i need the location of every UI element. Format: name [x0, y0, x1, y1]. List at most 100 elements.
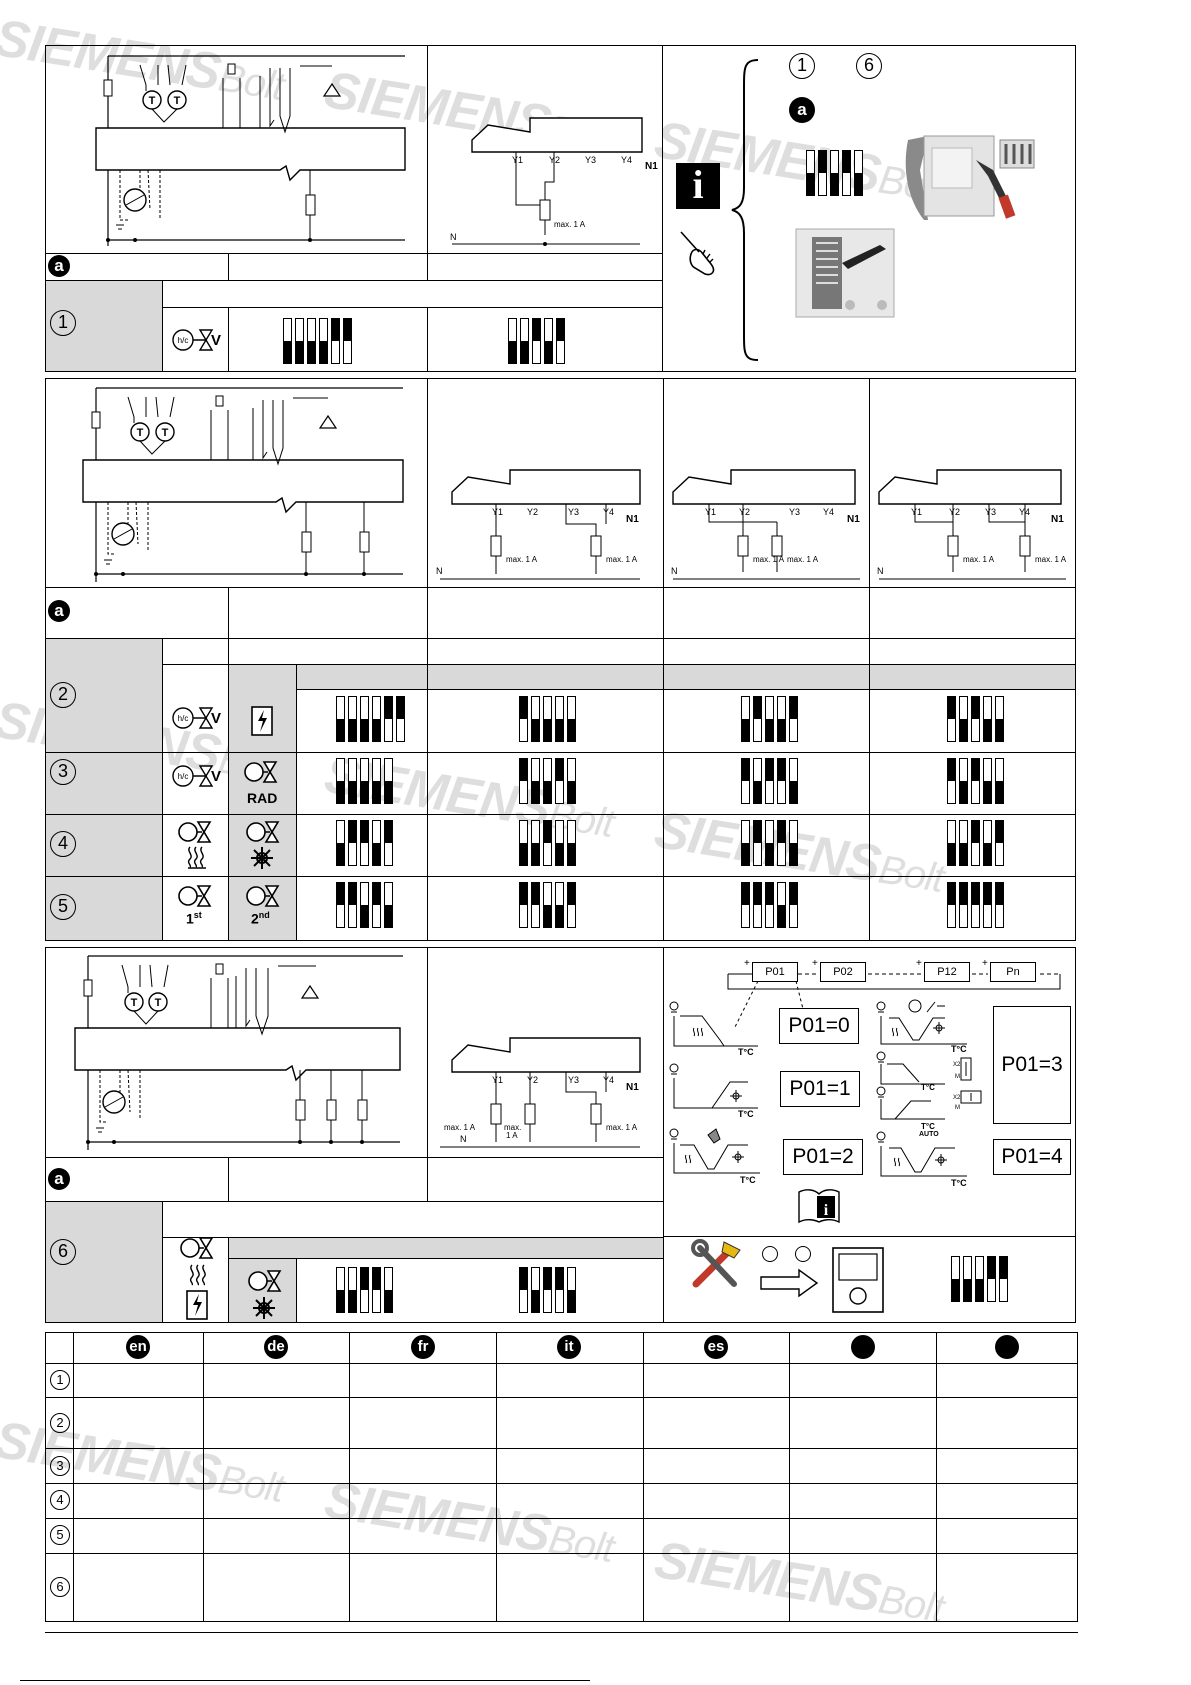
dip-switch-lever: [372, 696, 381, 742]
svg-text:max. 1 A: max. 1 A: [444, 1123, 476, 1132]
dip-switch: [508, 318, 565, 364]
dip-switch-lever: [842, 150, 851, 196]
dip-switch-lever: [543, 696, 552, 742]
dip-switch: [336, 696, 405, 742]
mode-curve-external-heat: X2M T°C: [876, 1051, 972, 1092]
param-p02: P02: [820, 962, 866, 982]
dip-switch-lever: [531, 882, 540, 928]
dip-switch-lever: [384, 882, 393, 928]
dip-switch-lever: [959, 882, 968, 928]
dip-switch-lever: [854, 150, 863, 196]
dip-switch: [947, 882, 1004, 928]
dip-switch-lever: [983, 758, 992, 804]
svg-text:Y3: Y3: [568, 507, 579, 517]
tools-icon: [691, 1239, 741, 1288]
dip-switch-lever: [555, 882, 564, 928]
svg-text:Y1: Y1: [705, 507, 716, 517]
dip-switch-lever: [971, 758, 980, 804]
mode-curve-auto: AUTO T°C: [876, 1131, 967, 1188]
footer-rule: [45, 1632, 1078, 1633]
svg-text:Y3: Y3: [585, 155, 596, 165]
dip-switch-lever: [818, 150, 827, 196]
first-stage-valve-icon: [178, 885, 212, 907]
mode-curve-manual: T°C: [669, 1128, 760, 1185]
dip-switch-lever: [777, 820, 786, 866]
dip-switch-lever: [360, 820, 369, 866]
dip-switch-lever: [343, 318, 352, 364]
mode-curve-heating: T°C: [669, 1001, 758, 1057]
electric-heater-icon: [251, 706, 273, 736]
info-icon: i: [676, 163, 720, 209]
row-number-3: 3: [50, 759, 76, 785]
svg-text:+: +: [982, 958, 988, 969]
controller-wiring-diagram: T T: [82, 387, 404, 582]
dip-switch: [336, 820, 393, 866]
valve-v-label: V: [211, 710, 222, 727]
table-row-number: 1: [50, 1370, 70, 1390]
dip-switch-lever: [283, 318, 292, 364]
mode-p01-2: P01=2: [783, 1139, 863, 1175]
svg-text:Y2: Y2: [549, 155, 560, 165]
svg-text:max. 1 A: max. 1 A: [606, 1123, 638, 1132]
dip-switch-lever: [971, 820, 980, 866]
svg-text:max. 1 A: max. 1 A: [787, 555, 819, 564]
mode-p01-1: P01=1: [780, 1071, 860, 1107]
svg-text:N: N: [671, 566, 678, 576]
dip-switch-lever: [983, 820, 992, 866]
first-stage-label: 1st: [186, 910, 202, 927]
dip-switch-lever: [519, 820, 528, 866]
dip-switch-lever: [348, 1267, 357, 1313]
svg-text:T°C: T°C: [921, 1122, 935, 1131]
svg-text:max.: max.: [504, 1123, 521, 1132]
dip-switch: [947, 820, 1004, 866]
dip-switch: [336, 758, 393, 804]
svg-text:Y1: Y1: [911, 507, 922, 517]
dip-switch-lever: [741, 820, 750, 866]
dip-switch-lever: [789, 882, 798, 928]
svg-text:h/c: h/c: [178, 714, 189, 723]
valve-hc-icon: h/c: [172, 765, 214, 787]
lang-es: es: [704, 1335, 728, 1359]
dip-switch-lever: [765, 758, 774, 804]
rad-label: RAD: [247, 790, 278, 806]
svg-text:T: T: [174, 95, 181, 107]
valve-v-label: V: [211, 768, 222, 785]
brace: [731, 59, 759, 361]
dip-switch-lever: [987, 1256, 996, 1302]
dip-switch: [283, 318, 352, 364]
dip-switch-lever: [531, 696, 540, 742]
badge-a: a: [48, 600, 70, 622]
dip-switch-lever: [543, 820, 552, 866]
second-stage-label: 2nd: [251, 910, 270, 927]
dip-switch-lever: [789, 758, 798, 804]
svg-text:max. 1 A: max. 1 A: [554, 220, 586, 229]
indicator-circle: [762, 1246, 778, 1262]
row-number-1: 1: [50, 310, 76, 336]
dip-switch-lever: [384, 820, 393, 866]
dip-switch: [519, 1267, 576, 1313]
table-row-number: 4: [50, 1490, 70, 1510]
table-row-number: 3: [50, 1456, 70, 1476]
svg-text:M: M: [955, 1074, 960, 1080]
svg-text:Y3: Y3: [568, 1075, 579, 1085]
dip-switch-lever: [959, 820, 968, 866]
badge-a: a: [48, 255, 70, 277]
dip-switch-lever: [519, 1267, 528, 1313]
svg-text:N1: N1: [645, 161, 658, 172]
dip-switch-lever: [531, 758, 540, 804]
valve-hc-icon: h/c: [172, 707, 214, 729]
dip-switch-lever: [348, 882, 357, 928]
dip-switch-lever: [384, 758, 393, 804]
dip-switch: [741, 882, 798, 928]
dip-switch-lever: [396, 696, 405, 742]
dip-switch-lever: [765, 820, 774, 866]
svg-text:+: +: [812, 958, 818, 969]
svg-text:T: T: [137, 427, 144, 439]
arrow-right-icon: [760, 1268, 819, 1298]
dip-switch-lever: [319, 318, 328, 364]
dip-switch-lever: [983, 882, 992, 928]
svg-text:T°C: T°C: [921, 1083, 935, 1092]
heating-valve-icon: [178, 821, 212, 869]
